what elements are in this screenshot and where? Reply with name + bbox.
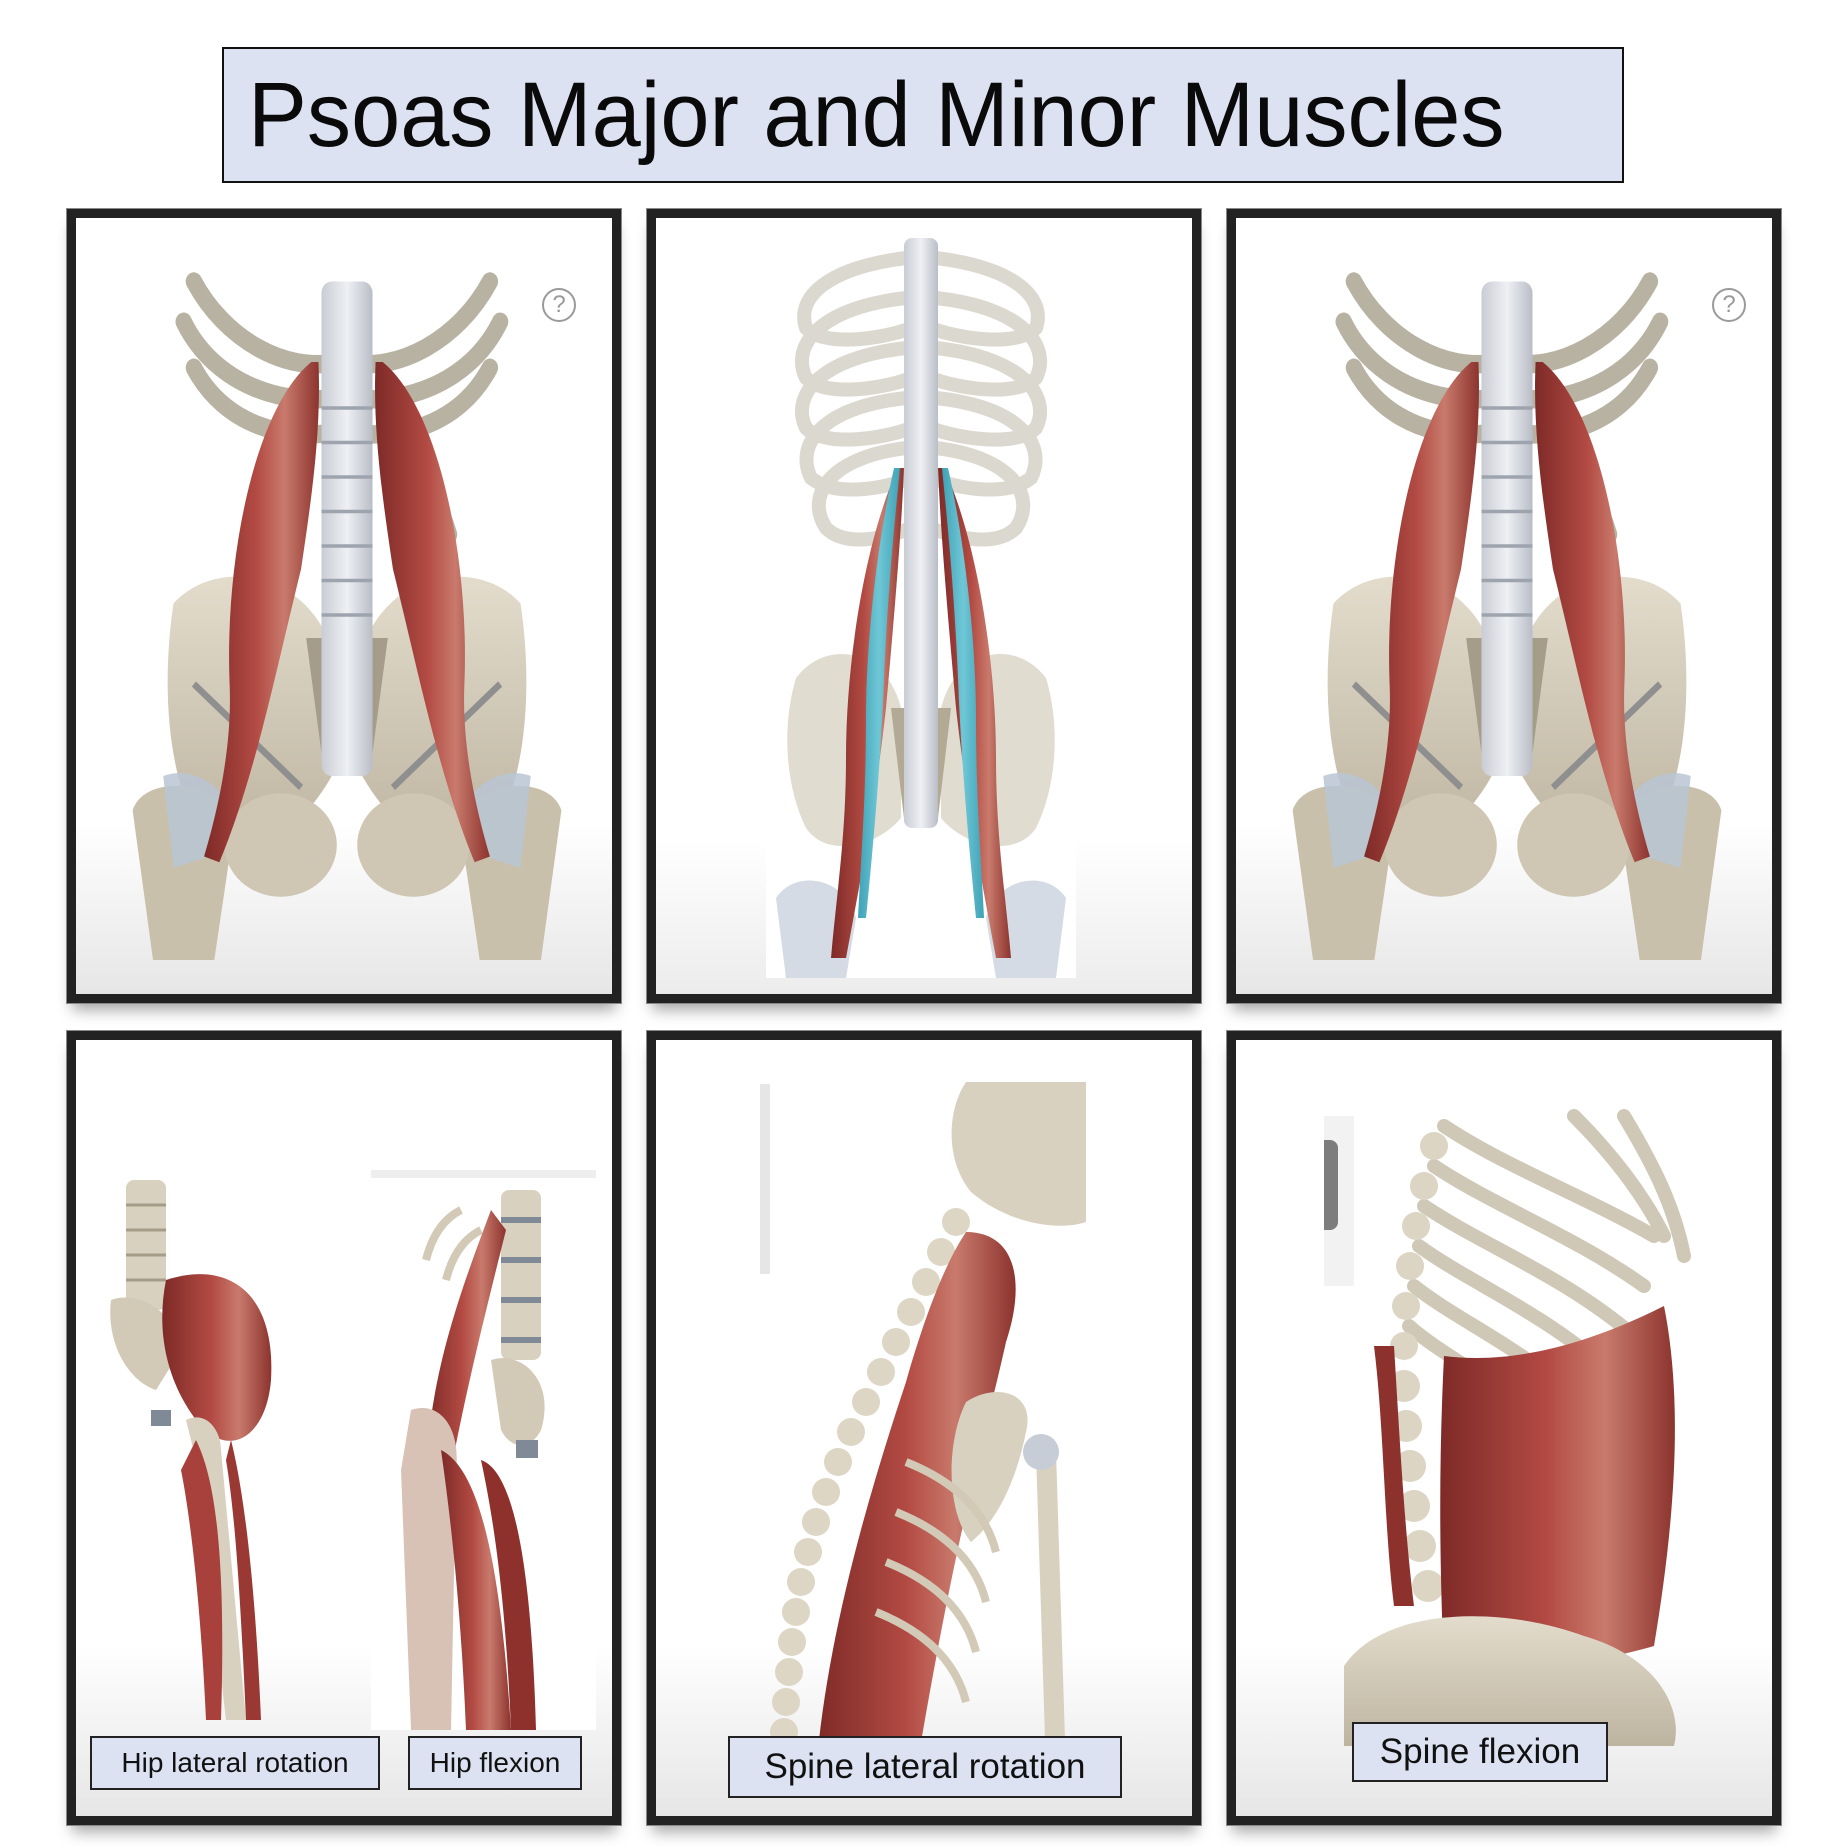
anatomy-illustration [1262,270,1752,960]
label-spine-flexion: Spine flexion [1352,1722,1608,1782]
page-title-box: Psoas Major and Minor Muscles [222,47,1624,183]
panel-front-psoas-1: ? [66,208,622,1004]
anatomy-illustration [102,270,592,960]
anatomy-illustration [766,238,1076,978]
panel-spine-flexion: Spine flexion [1226,1030,1782,1826]
hip-lateral-rotation-illustration [110,1180,272,1720]
panel-hip-actions: Hip lateral rotation Hip flexion [66,1030,622,1826]
side-panel-tab[interactable] [1324,1140,1338,1230]
anatomy-illustration [1344,1109,1691,1746]
panel-front-psoas-2: ? [1226,208,1782,1004]
help-icon[interactable]: ? [542,288,576,322]
page-title: Psoas Major and Minor Muscles [248,63,1505,166]
gray-bar [760,1084,770,1274]
panel-front-psoas-minor [646,208,1202,1004]
label-hip-lateral-rotation: Hip lateral rotation [90,1736,380,1790]
help-icon[interactable]: ? [1712,288,1746,322]
hip-flexion-illustration [371,1170,596,1730]
label-hip-flexion: Hip flexion [408,1736,582,1790]
anatomy-illustration [770,1082,1086,1772]
panel-spine-lateral-rotation: Spine lateral rotation [646,1030,1202,1826]
label-spine-lateral-rotation: Spine lateral rotation [728,1736,1122,1798]
